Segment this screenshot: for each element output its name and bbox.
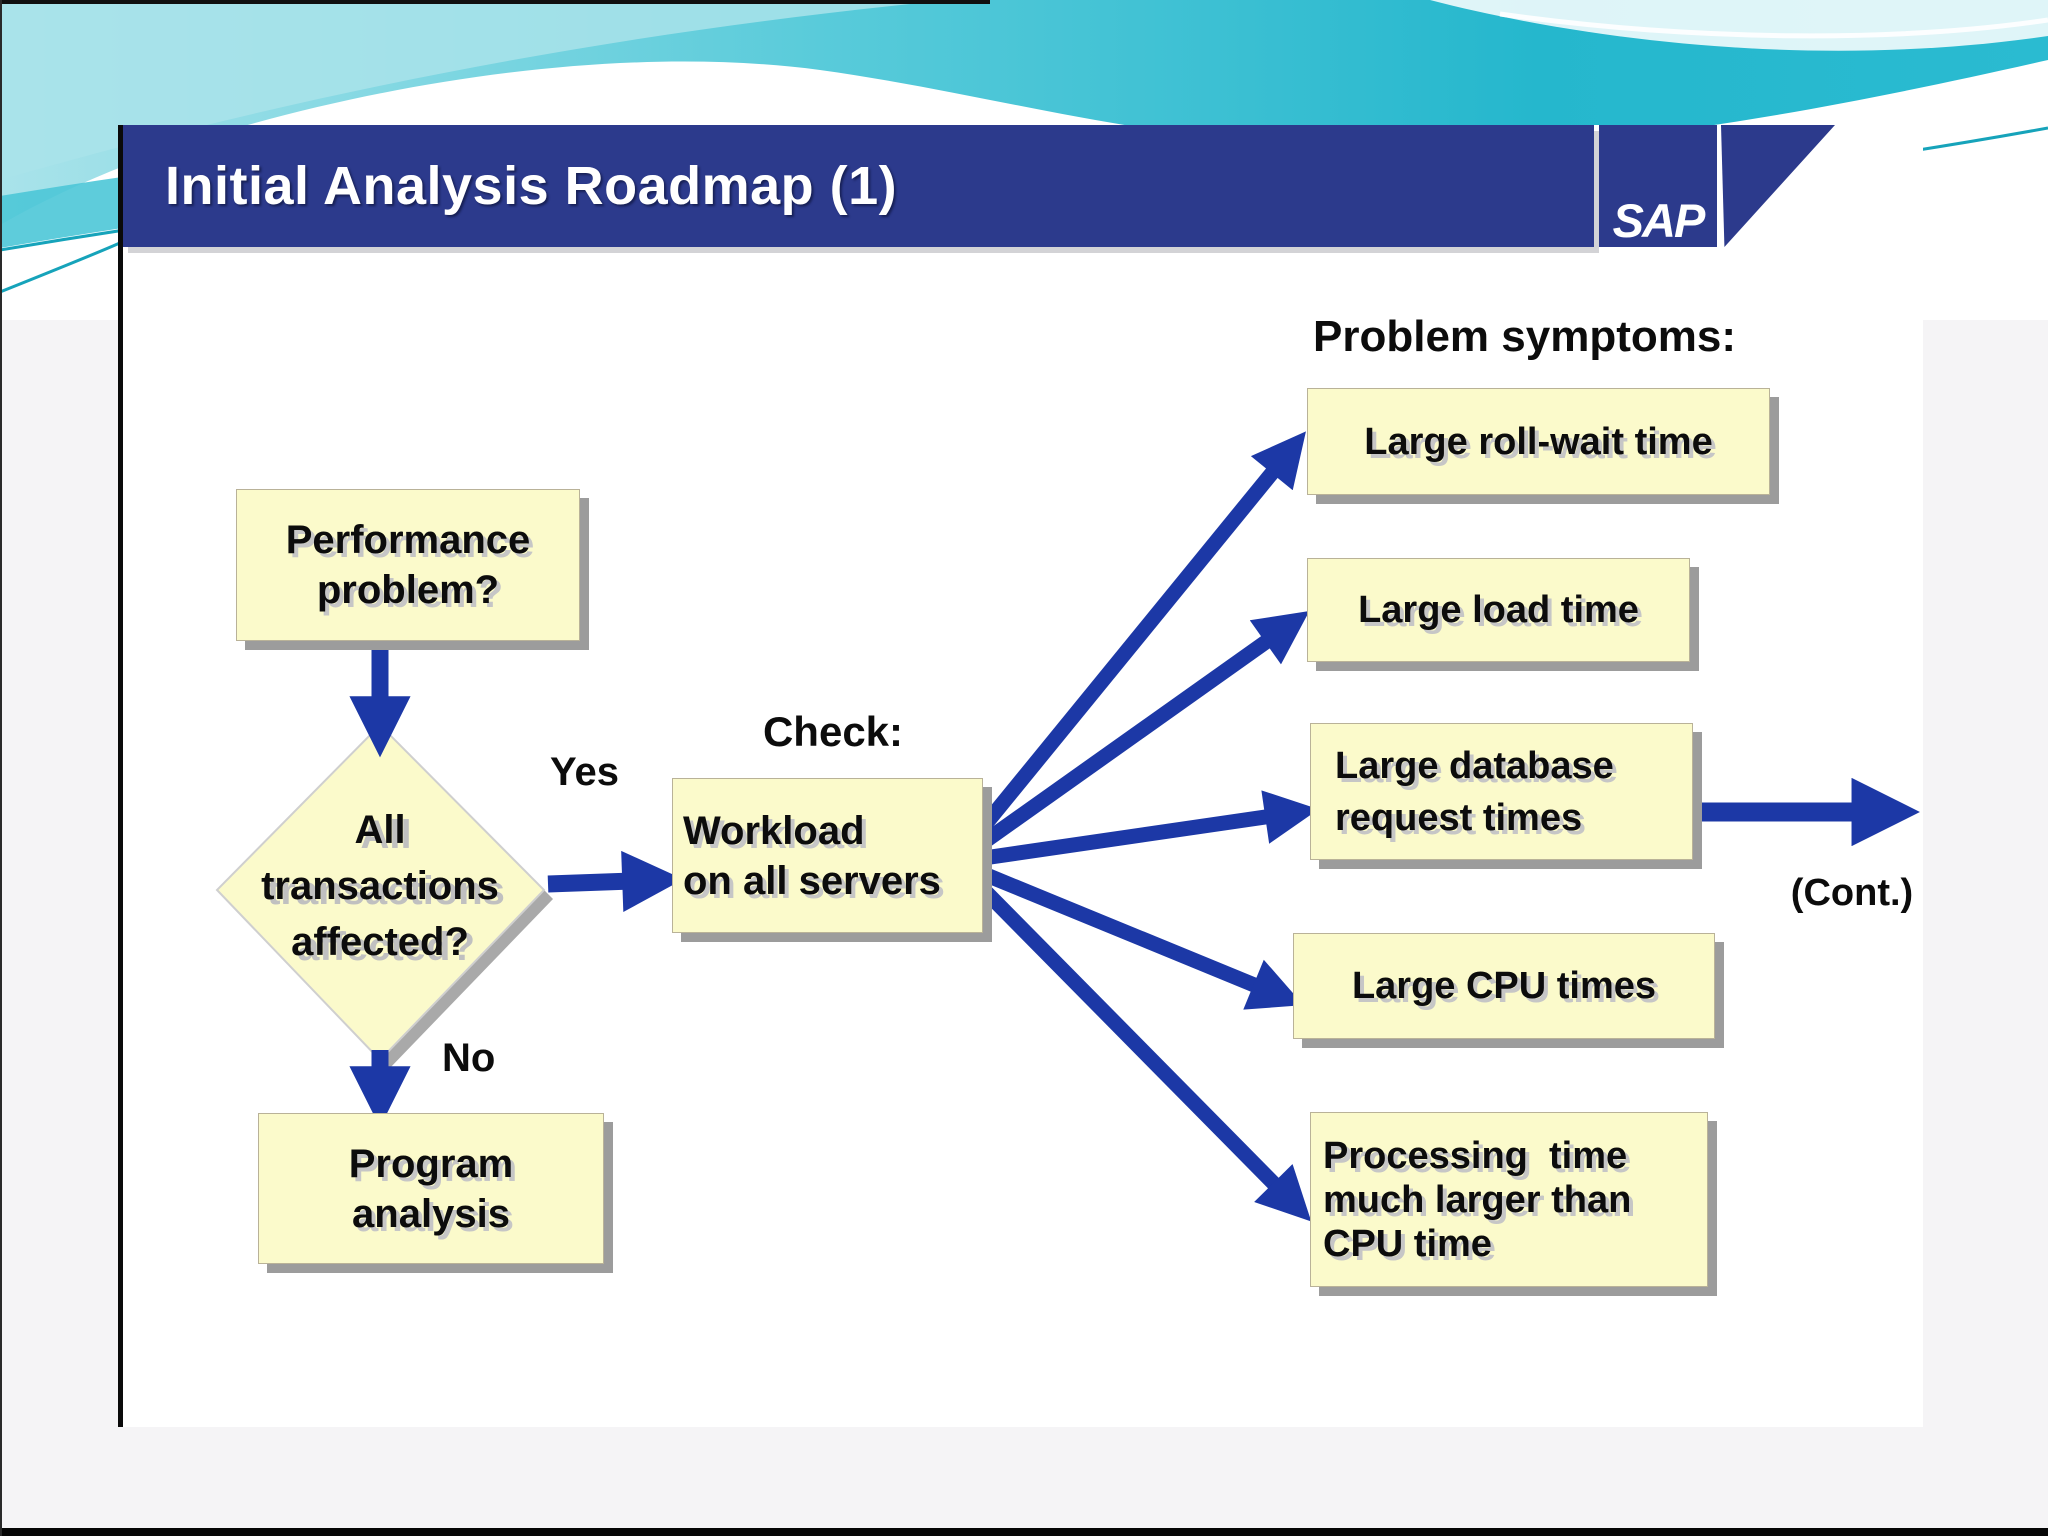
symptom-box-cpu-times: Large CPU times [1293,933,1715,1039]
wave-accent-line-margin [0,240,123,294]
sap-logo: SAP [1599,125,1717,247]
wave-white-corner [1430,0,2048,51]
cont-label: (Cont.) [1790,872,1914,914]
arrow-to-processing [978,884,1312,1222]
left-frame-edge [0,0,2,1536]
check-label: Check: [762,708,904,755]
symptom-box-roll-wait: Large roll-wait time [1307,388,1770,495]
bottom-frame-edge [0,1528,2048,1536]
title-bar: Initial Analysis Roadmap (1) [123,125,1594,247]
sap-logo-text: SAP [1612,194,1706,247]
symptom-box-load-time: Large load time [1307,558,1690,662]
arrow-yes-to-workload [547,850,684,912]
yes-branch-label: Yes [550,750,619,794]
flow-box-workload: Workload on all servers [672,778,983,933]
top-frame-edge [0,0,990,4]
flow-box-program-analysis: Program analysis [258,1113,604,1264]
page-title: Initial Analysis Roadmap (1) [165,156,898,216]
arrow-to-rollwait [978,431,1306,831]
decision-diamond-label: All transactions affected? [261,808,499,964]
symptom-box-database-request: Large database request times [1310,723,1693,860]
left-rule-line [118,125,123,1427]
wave-cyan-overlay [0,0,950,180]
arrow-to-cpu [981,867,1304,1010]
arrow-to-database [982,790,1319,866]
flow-box-performance-problem: Performance problem? [236,489,580,641]
arrow-to-load [979,611,1310,849]
wave-accent-line-top [1499,11,2048,39]
no-branch-label: No [442,1036,496,1080]
symptom-box-processing-time: Processing time much larger than CPU tim… [1310,1112,1708,1287]
problem-symptoms-heading: Problem symptoms: [1313,312,1736,361]
